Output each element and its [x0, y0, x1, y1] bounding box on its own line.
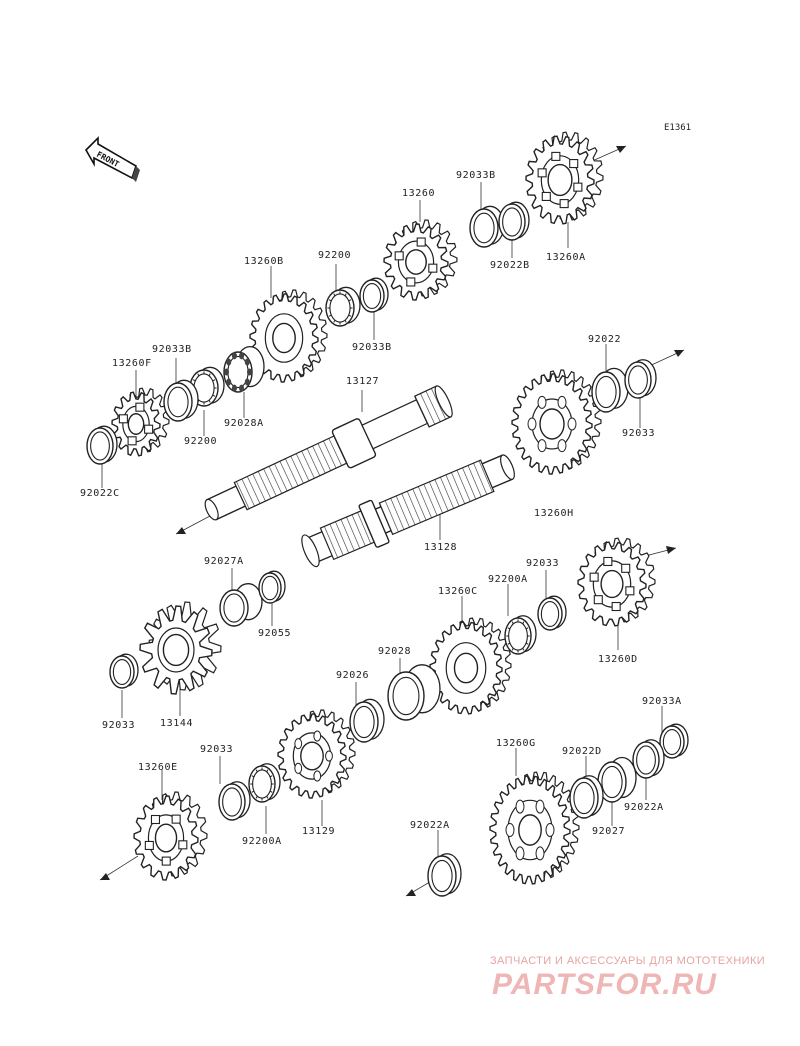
part-label-92022B: 92022B	[490, 260, 530, 271]
washer-92033B-c	[163, 379, 199, 422]
part-label-13127: 13127	[346, 376, 379, 387]
washer-92026	[349, 698, 385, 743]
washer-92022A-b	[427, 853, 462, 897]
sprocket-13144	[139, 601, 222, 695]
part-label-13129: 13129	[302, 826, 335, 837]
bushing-92027	[597, 756, 637, 803]
gear-13260E	[133, 791, 208, 881]
part-label-92022A-b: 92022A	[410, 820, 450, 831]
washer-92022D	[569, 775, 604, 819]
circlip-92033B-b	[359, 277, 389, 313]
gear-13129	[277, 709, 356, 799]
part-label-92200A-b: 92200A	[242, 836, 282, 847]
part-label-92028A: 92028A	[224, 418, 264, 429]
part-label-13128: 13128	[424, 542, 457, 553]
gear-13260	[383, 219, 458, 301]
circlip-92033A	[659, 723, 689, 759]
part-label-92022C: 92022C	[80, 488, 120, 499]
part-label-92033-a: 92033	[622, 428, 655, 439]
part-label-13260F: 13260F	[112, 358, 152, 369]
gear-13260D	[577, 537, 656, 627]
watermark-tagline: ЗАПЧАСТИ И АКСЕССУАРЫ ДЛЯ МОТОТЕХНИКИ	[490, 955, 766, 967]
part-label-92055: 92055	[258, 628, 291, 639]
part-label-13260C: 13260C	[438, 586, 478, 597]
part-label-92027: 92027	[592, 826, 625, 837]
gears	[111, 131, 656, 885]
washer-92033B-a	[469, 205, 505, 248]
part-label-13260G: 13260G	[496, 738, 536, 749]
axis-arrowheads	[100, 146, 684, 896]
gear-13260G	[489, 771, 580, 885]
watermark-logo: PARTSFOR.RU	[492, 968, 717, 1001]
part-label-92022A-a: 92022A	[624, 802, 664, 813]
part-labels: 13260A 92033B 92022B 13260 92200 92033B 13260B…	[80, 170, 682, 847]
gear-13260H	[511, 369, 602, 475]
bearing-92200-a	[325, 286, 361, 327]
part-label-92033A: 92033A	[642, 696, 682, 707]
bearing-92200A-b	[248, 763, 281, 803]
part-label-13260E: 13260E	[138, 762, 178, 773]
gear-13260B	[249, 289, 328, 383]
shaft-13128	[301, 454, 515, 568]
rings	[86, 201, 689, 897]
bushing-92027A	[219, 583, 263, 627]
washer-92022C	[86, 425, 118, 465]
gear-13260F	[111, 387, 170, 457]
part-label-13260H: 13260H	[534, 508, 574, 519]
gear-13260C	[429, 617, 512, 715]
shaft-13127	[204, 385, 453, 521]
diagram-code: E1361	[664, 123, 691, 133]
circlip-92033-b	[109, 653, 139, 689]
part-label-92033B-b: 92033B	[352, 342, 392, 353]
part-label-92028: 92028	[378, 646, 411, 657]
front-arrow-icon: FRONT	[85, 136, 140, 182]
bushing-92028	[387, 664, 441, 721]
part-label-92033-c: 92033	[526, 558, 559, 569]
part-label-92033B-c: 92033B	[152, 344, 192, 355]
circlip-92055	[258, 570, 286, 604]
part-label-92022D: 92022D	[562, 746, 602, 757]
part-label-92022: 92022	[588, 334, 621, 345]
part-label-92200-b: 92200	[184, 436, 217, 447]
part-label-13260B: 13260B	[244, 256, 284, 267]
circlip-92033-d	[218, 781, 251, 821]
washer-92022B	[498, 201, 530, 241]
washer-92022A-a	[632, 739, 665, 779]
bearing-92200A-a	[504, 615, 537, 655]
part-label-92027A: 92027A	[204, 556, 244, 567]
part-label-13260D: 13260D	[598, 654, 638, 665]
part-label-13144: 13144	[160, 718, 193, 729]
washer-92022	[591, 367, 629, 413]
part-label-13260: 13260	[402, 188, 435, 199]
part-label-92026: 92026	[336, 670, 369, 681]
part-label-92033-d: 92033	[200, 744, 233, 755]
bearing-92028A	[223, 345, 265, 393]
part-label-13260A: 13260A	[546, 252, 586, 263]
part-label-92200A-a: 92200A	[488, 574, 528, 585]
part-label-92200-a: 92200	[318, 250, 351, 261]
circlip-92033-c	[537, 595, 567, 631]
part-label-92033-b: 92033	[102, 720, 135, 731]
part-label-92033B-a: 92033B	[456, 170, 496, 181]
gear-13260A	[525, 131, 604, 225]
circlip-92033-a	[624, 359, 657, 399]
